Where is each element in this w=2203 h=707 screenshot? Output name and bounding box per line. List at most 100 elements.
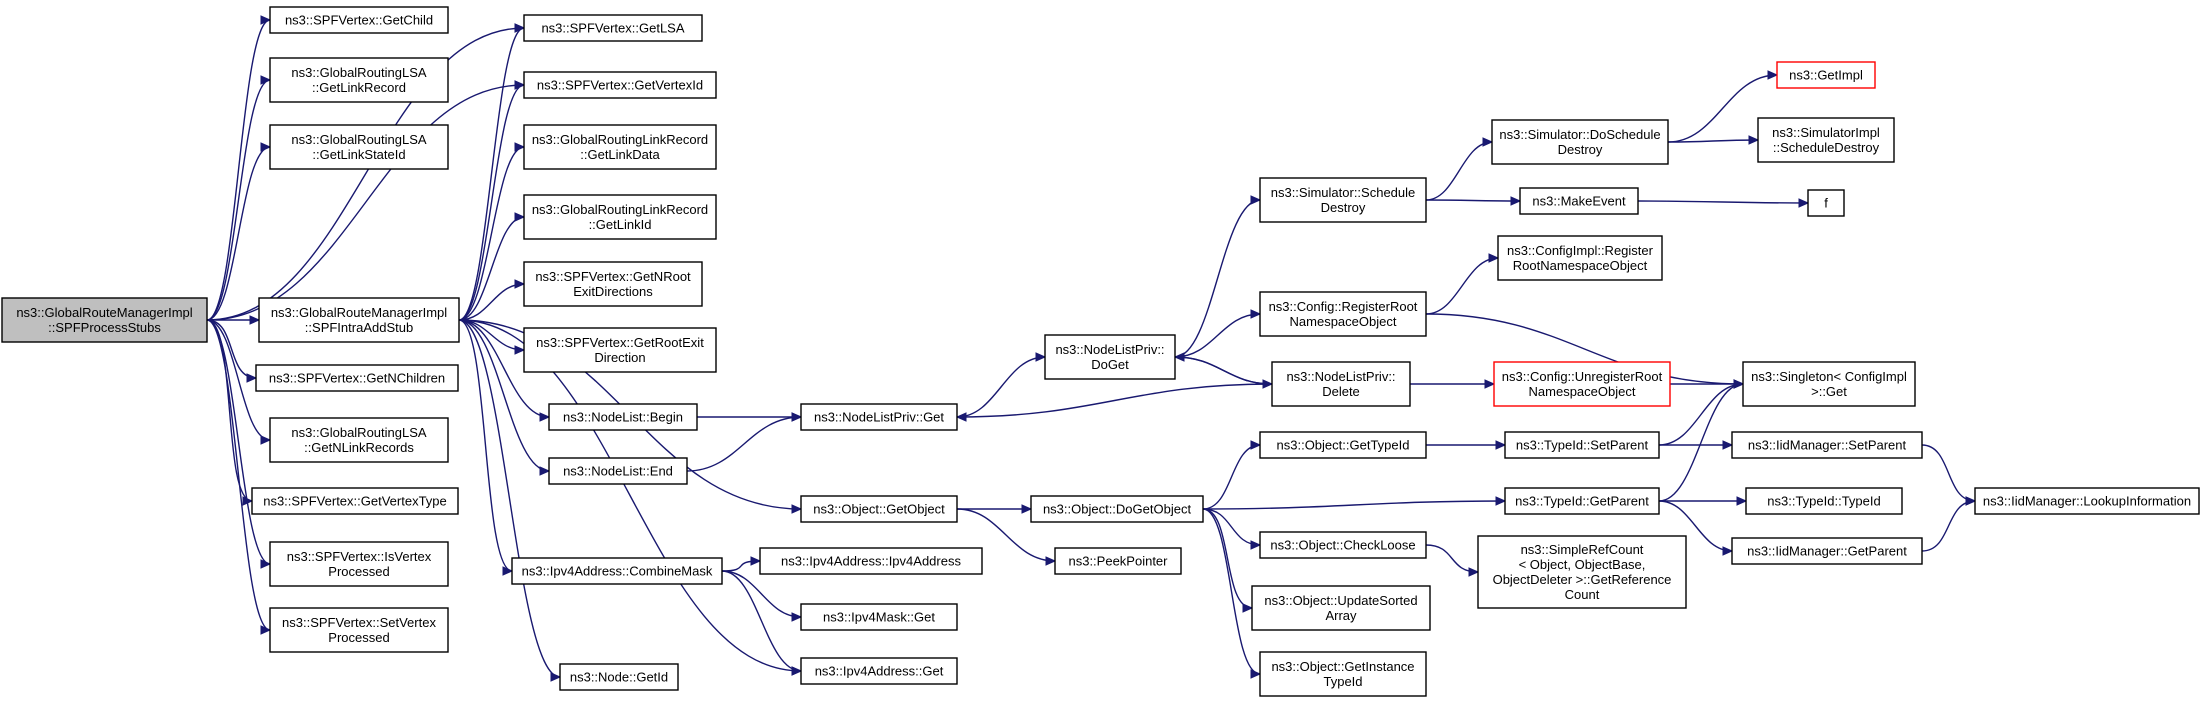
node-label: ns3::Object::DoGetObject xyxy=(1043,502,1192,517)
edge-root-to-setVertexProcessed xyxy=(206,319,272,635)
node-objGetObject[interactable]: ns3::Object::GetObject xyxy=(800,495,958,523)
edge-line xyxy=(458,84,525,321)
edge-objGetObject-to-objDoGetObject xyxy=(956,504,1033,514)
node-label: ns3::Object::CheckLoose xyxy=(1270,538,1415,553)
node-label: Direction xyxy=(594,350,645,365)
node-getImpl[interactable]: ns3::GetImpl xyxy=(1776,61,1876,89)
node-singletonGet[interactable]: ns3::Singleton< ConfigImpl>::Get xyxy=(1742,361,1916,407)
edge-makeEvent-to-f xyxy=(1637,198,1810,208)
node-label: ns3::Ipv4Address::Get xyxy=(815,664,944,679)
node-box xyxy=(1745,487,1903,515)
node-typeIdSetParent[interactable]: ns3::TypeId::SetParent xyxy=(1504,431,1660,459)
node-box xyxy=(1,297,208,343)
node-ipv4AddrGet[interactable]: ns3::Ipv4Address::Get xyxy=(800,657,958,685)
node-objCheckLoose[interactable]: ns3::Object::CheckLoose xyxy=(1259,531,1427,559)
edge-line xyxy=(1202,500,1506,510)
node-box xyxy=(1259,431,1427,459)
edge-arrowhead xyxy=(1045,556,1057,566)
node-iidSetParent[interactable]: ns3::IidManager::SetParent xyxy=(1731,431,1923,459)
edge-line xyxy=(458,319,802,672)
node-ipv4AddrCtor[interactable]: ns3::Ipv4Address::Ipv4Address xyxy=(759,547,983,575)
node-cfgImplRegister[interactable]: ns3::ConfigImpl::RegisterRootNamespaceOb… xyxy=(1497,235,1663,281)
node-box xyxy=(1807,189,1845,217)
node-nlpGet[interactable]: ns3::NodeListPriv::Get xyxy=(800,403,958,431)
edge-iidSetParent-to-iidLookup xyxy=(1921,444,1977,506)
node-iidGetParent[interactable]: ns3::IidManager::GetParent xyxy=(1731,537,1923,565)
node-lsaGetLinkRecord[interactable]: ns3::GlobalRoutingLSA::GetLinkRecord xyxy=(269,57,449,103)
node-box xyxy=(523,261,703,307)
node-label: ::GetLinkId xyxy=(589,217,652,232)
node-nlEnd[interactable]: ns3::NodeList::End xyxy=(548,457,688,485)
node-box xyxy=(800,603,958,631)
node-box xyxy=(258,297,460,343)
node-typeIdGetParent[interactable]: ns3::TypeId::GetParent xyxy=(1504,487,1660,515)
node-intraAddStub[interactable]: ns3::GlobalRouteManagerImpl::SPFIntraAdd… xyxy=(258,297,460,343)
node-getNChildren[interactable]: ns3::SPFVertex::GetNChildren xyxy=(255,364,459,392)
node-label: ns3::Object::GetTypeId xyxy=(1277,438,1410,453)
edge-simSchedDestroy-to-makeEvent xyxy=(1425,196,1522,206)
edge-root-to-lsaGetLinkStateId xyxy=(206,142,272,321)
node-root[interactable]: ns3::GlobalRouteManagerImpl::SPFProcessS… xyxy=(1,297,208,343)
node-simpleRefCount[interactable]: ns3::SimpleRefCount< Object, ObjectBase,… xyxy=(1477,535,1687,609)
node-label: ns3::Node::GetId xyxy=(570,670,668,685)
node-label: NamespaceObject xyxy=(1529,384,1636,399)
node-label: ns3::SPFVertex::GetVertexId xyxy=(537,78,703,93)
edge-line xyxy=(1921,444,1976,502)
node-simSchedDestroy[interactable]: ns3::Simulator::ScheduleDestroy xyxy=(1259,177,1427,223)
node-box xyxy=(523,327,717,373)
node-peekPointer[interactable]: ns3::PeekPointer xyxy=(1054,547,1182,575)
node-getLSA[interactable]: ns3::SPFVertex::GetLSA xyxy=(523,14,703,42)
node-lsaGetLinkStateId[interactable]: ns3::GlobalRoutingLSA::GetLinkStateId xyxy=(269,124,449,170)
node-lrGetLinkId[interactable]: ns3::GlobalRoutingLinkRecord::GetLinkId xyxy=(523,194,717,240)
node-objGetTypeId[interactable]: ns3::Object::GetTypeId xyxy=(1259,431,1427,459)
node-nodeGetId[interactable]: ns3::Node::GetId xyxy=(559,663,679,691)
edge-arrowhead xyxy=(514,279,526,289)
edge-line xyxy=(1637,200,1809,204)
node-label: TypeId xyxy=(1323,674,1362,689)
node-nlpDoGet[interactable]: ns3::NodeListPriv::DoGet xyxy=(1044,334,1176,380)
node-box xyxy=(523,14,703,42)
node-getVertexType[interactable]: ns3::SPFVertex::GetVertexType xyxy=(251,487,459,515)
node-box xyxy=(759,547,983,575)
node-iidLookup[interactable]: ns3::IidManager::LookupInformation xyxy=(1974,487,2200,515)
node-nlpDelete[interactable]: ns3::NodeListPriv::Delete xyxy=(1271,361,1411,407)
node-cfgUnregister[interactable]: ns3::Config::UnregisterRootNamespaceObje… xyxy=(1493,361,1671,407)
node-box xyxy=(269,541,449,587)
node-getChild[interactable]: ns3::SPFVertex::GetChild xyxy=(269,6,449,34)
node-makeEvent[interactable]: ns3::MakeEvent xyxy=(1519,187,1639,215)
node-lrGetLinkData[interactable]: ns3::GlobalRoutingLinkRecord::GetLinkDat… xyxy=(523,124,717,170)
edge-line xyxy=(956,508,1056,562)
node-combineMask[interactable]: ns3::Ipv4Address::CombineMask xyxy=(511,557,723,585)
edge-line xyxy=(1425,141,1493,201)
node-label: ns3::GlobalRoutingLSA xyxy=(291,132,426,147)
node-ipv4MaskGet[interactable]: ns3::Ipv4Mask::Get xyxy=(800,603,958,631)
node-nlBegin[interactable]: ns3::NodeList::Begin xyxy=(548,403,698,431)
edge-line xyxy=(206,319,271,631)
edge-nlpDoGet-to-cfgRegisterRoot xyxy=(1174,309,1262,358)
edge-line xyxy=(1202,444,1261,510)
edge-arrowhead xyxy=(1482,137,1494,147)
node-box xyxy=(269,607,449,653)
node-lsaGetNLinkRecords[interactable]: ns3::GlobalRoutingLSA::GetNLinkRecords xyxy=(269,417,449,463)
node-box xyxy=(511,557,723,585)
node-box xyxy=(800,495,958,523)
node-simImplSchedDestroy[interactable]: ns3::SimulatorImpl::ScheduleDestroy xyxy=(1757,117,1895,163)
node-f[interactable]: f xyxy=(1807,189,1845,217)
node-getVertexId[interactable]: ns3::SPFVertex::GetVertexId xyxy=(523,71,717,99)
node-box xyxy=(800,403,958,431)
node-typeIdTypeId[interactable]: ns3::TypeId::TypeId xyxy=(1745,487,1903,515)
node-label: ns3::SPFVertex::SetVertex xyxy=(282,615,436,630)
edge-cfgRegisterRoot-to-cfgImplRegister xyxy=(1425,253,1500,315)
edge-line xyxy=(206,146,271,321)
node-label: ::GetNLinkRecords xyxy=(304,440,414,455)
node-objDoGetObject[interactable]: ns3::Object::DoGetObject xyxy=(1030,495,1204,523)
